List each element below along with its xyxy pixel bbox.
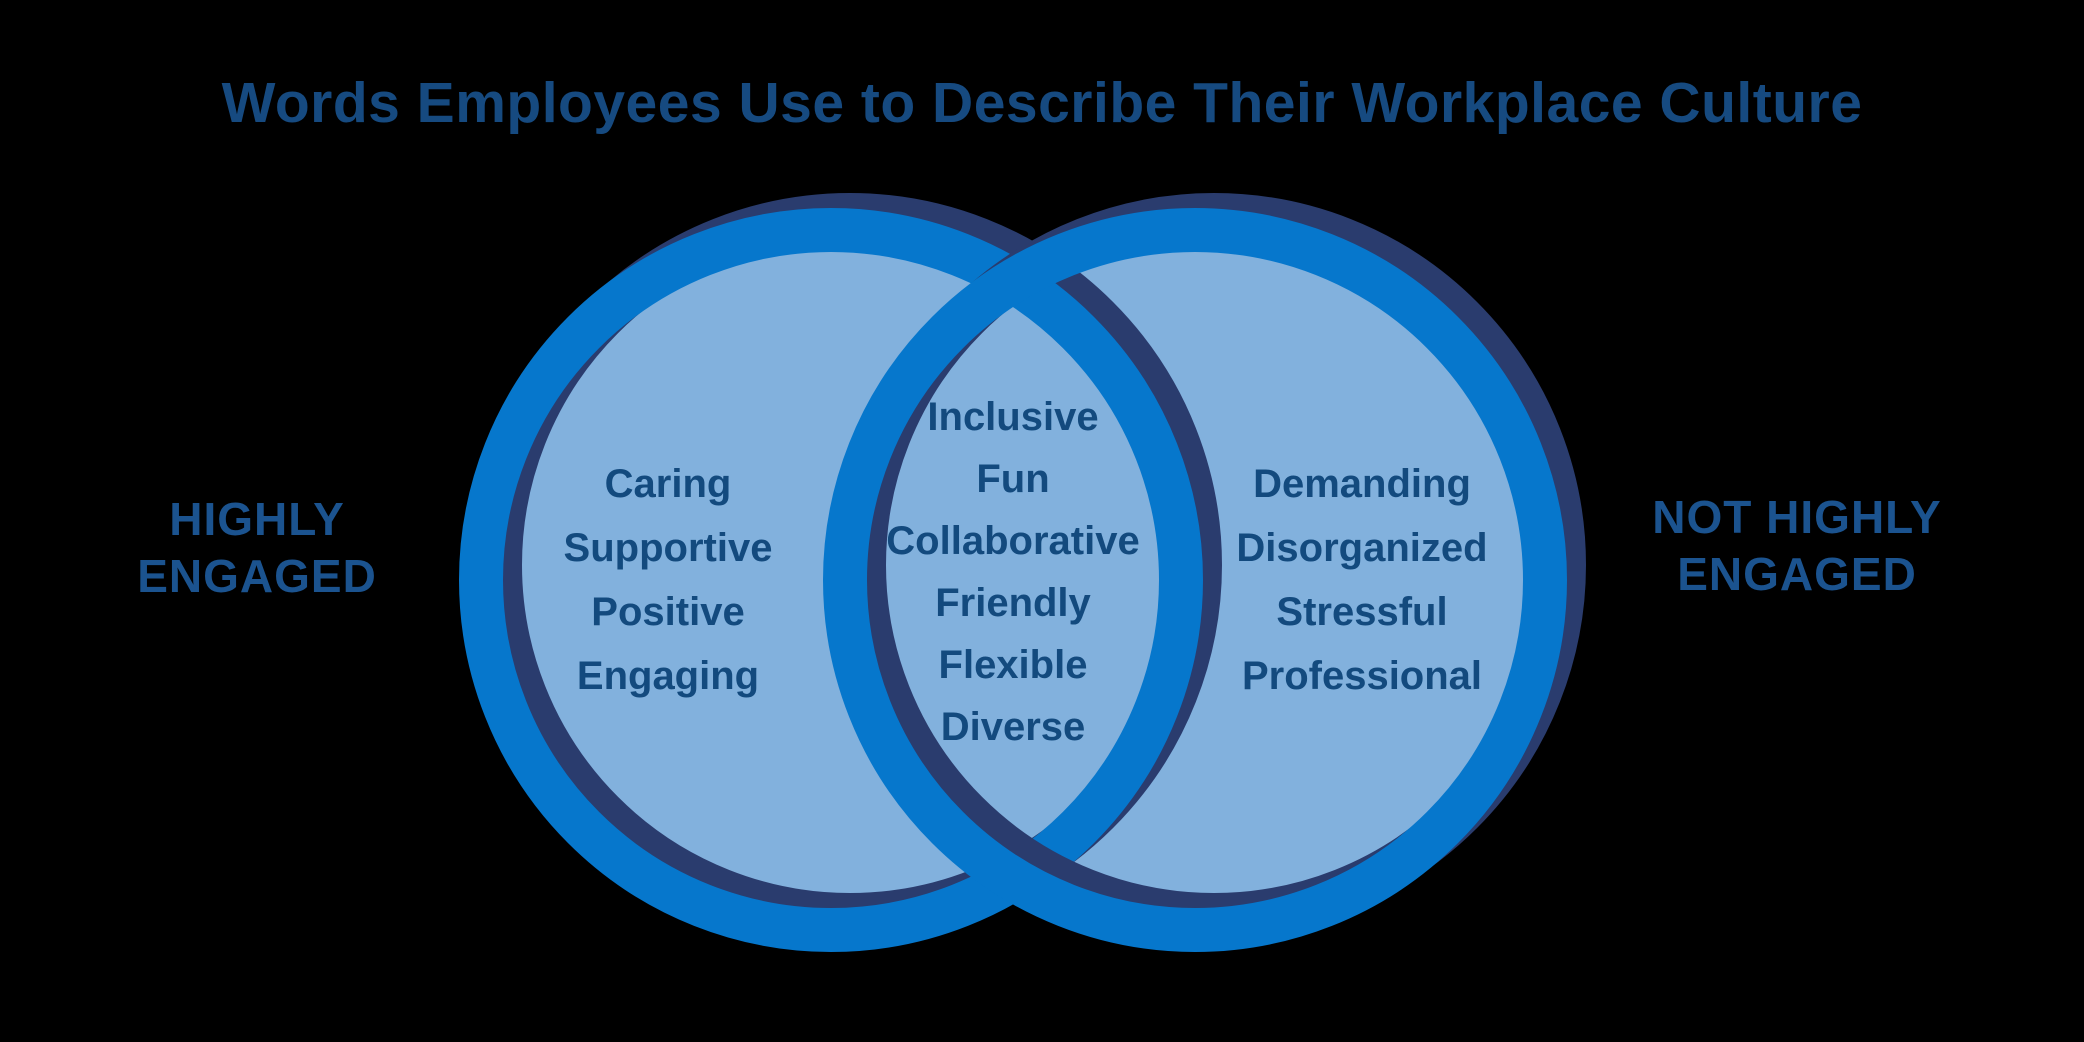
left-circle-words: Caring Supportive Positive Engaging <box>564 452 773 708</box>
word-item: Positive <box>591 590 745 634</box>
diagram-title: Words Employees Use to Describe Their Wo… <box>221 71 1863 135</box>
right-label-line2: ENGAGED <box>1677 548 1917 600</box>
word-item: Disorganized <box>1236 526 1488 570</box>
word-item: Supportive <box>563 526 773 570</box>
word-item: Diverse <box>940 705 1086 749</box>
word-item: Flexible <box>938 643 1088 687</box>
word-item: Fun <box>976 457 1050 501</box>
word-item: Demanding <box>1253 462 1471 506</box>
word-item: Professional <box>1241 654 1483 698</box>
left-label-line2: ENGAGED <box>137 550 377 602</box>
word-item: Friendly <box>935 581 1091 625</box>
right-engagement-label: NOT HIGHLY ENGAGED <box>1652 489 1941 603</box>
right-circle-words: Demanding Disorganized Stressful Profess… <box>1236 452 1487 708</box>
left-label-line1: HIGHLY <box>169 493 345 545</box>
left-ring <box>459 208 1203 952</box>
right-label-line1: NOT HIGHLY <box>1652 491 1942 543</box>
overlap-words: Inclusive Fun Collaborative Friendly Fle… <box>886 386 1139 758</box>
word-item: Collaborative <box>886 519 1140 563</box>
word-item: Stressful <box>1276 590 1448 634</box>
right-ring <box>823 208 1567 952</box>
word-item: Engaging <box>576 654 760 698</box>
word-item: Caring <box>604 462 732 506</box>
left-engagement-label: HIGHLY ENGAGED <box>137 491 377 605</box>
word-item: Inclusive <box>927 395 1099 439</box>
